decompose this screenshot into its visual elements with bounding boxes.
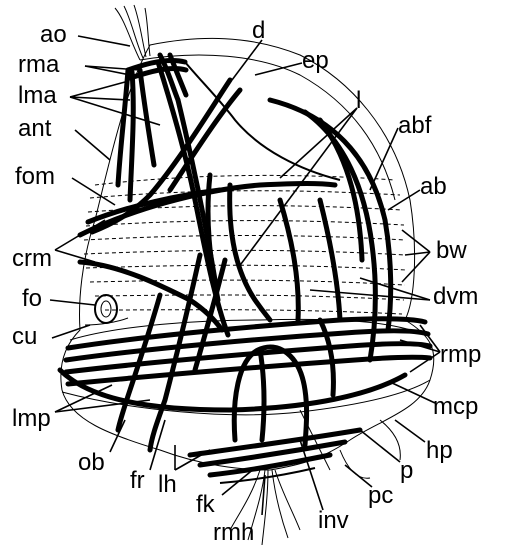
ventral-arch-muscle-3	[320, 320, 333, 395]
label-rma: rma	[18, 51, 60, 78]
label-cu: cu	[12, 323, 37, 350]
hyposphere-ring-muscles	[190, 430, 360, 483]
label-d: d	[252, 17, 265, 44]
label-l: l	[356, 87, 361, 114]
apical-cilia	[115, 5, 150, 60]
label-lma: lma	[18, 82, 57, 109]
label-ao: ao	[40, 21, 67, 48]
label-crm: crm	[12, 245, 52, 272]
label-fr: fr	[130, 467, 145, 494]
ventral-arch-muscle-2	[260, 350, 264, 440]
label-ep: ep	[302, 47, 329, 74]
label-lmp: lmp	[12, 405, 51, 432]
label-rmp: rmp	[440, 341, 481, 368]
label-abf: abf	[398, 112, 432, 139]
label-fk: fk	[196, 491, 216, 518]
label-lh: lh	[158, 471, 177, 498]
label-pc: pc	[368, 482, 393, 509]
label-hp: hp	[426, 437, 453, 464]
leader-lines	[50, 36, 440, 515]
dorsoventral-muscles	[208, 175, 340, 320]
label-ant: ant	[18, 115, 52, 142]
label-ob: ob	[78, 449, 105, 476]
label-fom: fom	[15, 163, 55, 190]
label-fo: fo	[22, 285, 42, 312]
label-ab: ab	[420, 173, 447, 200]
label-p: p	[400, 457, 413, 484]
ventral-arch-muscle	[234, 347, 306, 445]
label-dvm: dvm	[433, 283, 478, 310]
label-rmh: rmh	[213, 519, 254, 546]
label-inv: inv	[318, 507, 349, 534]
frontal-organ	[95, 295, 117, 323]
label-mcp: mcp	[433, 393, 478, 420]
label-bw: bw	[436, 237, 467, 264]
